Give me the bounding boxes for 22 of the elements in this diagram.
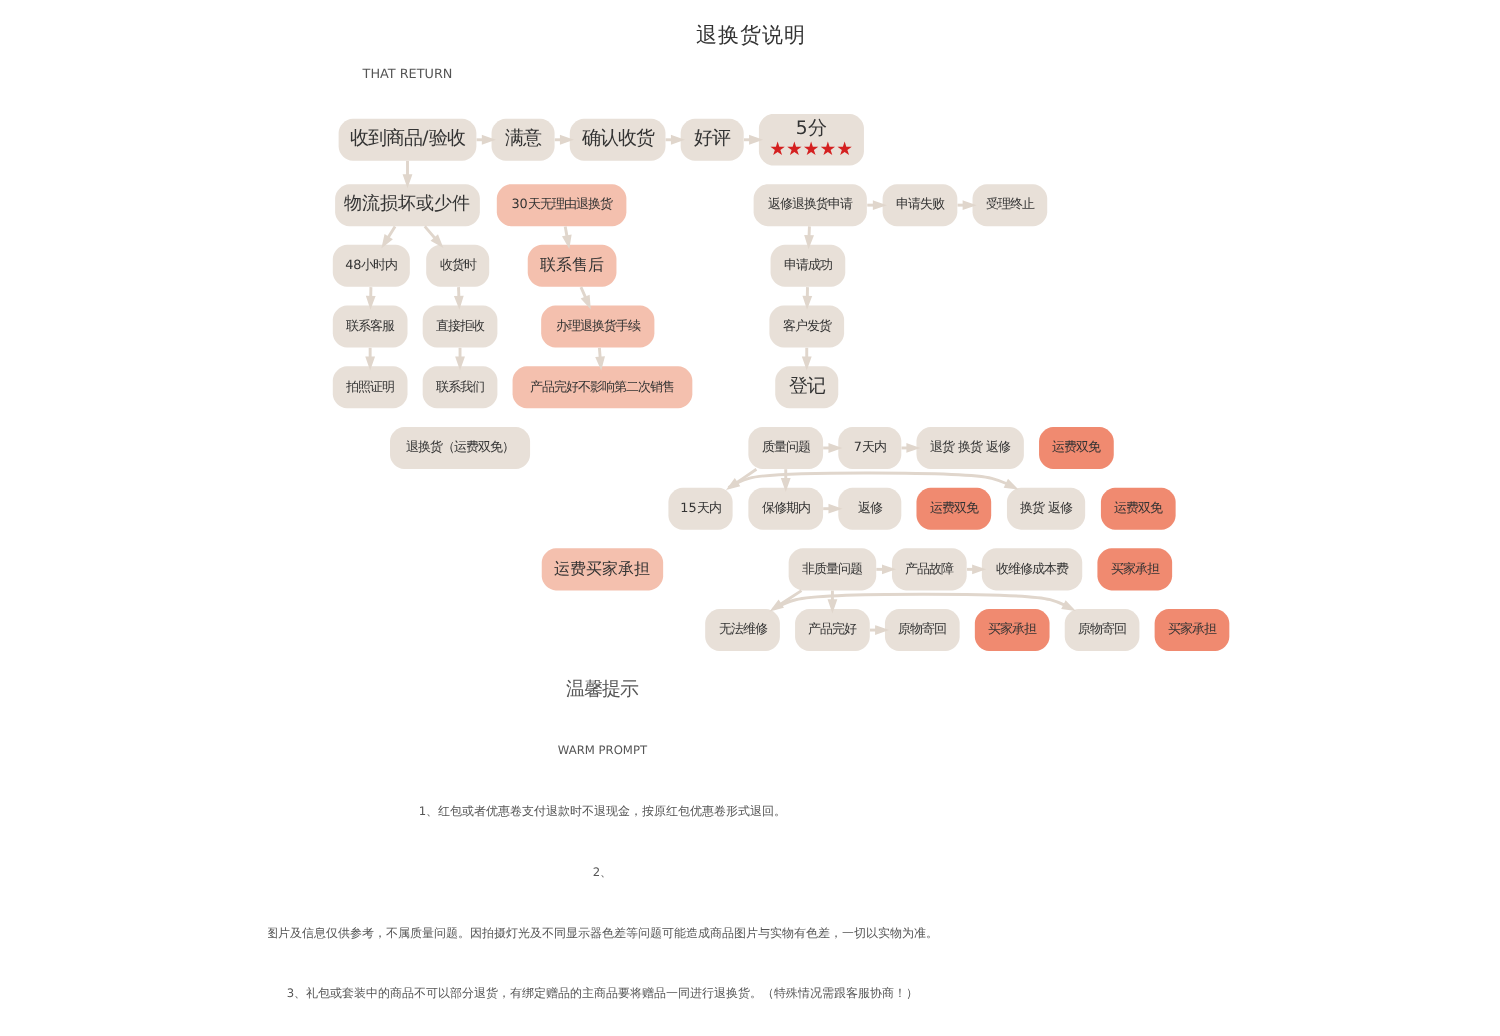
label: 温馨提示 [565, 679, 638, 702]
arrow [364, 287, 375, 310]
arrow [803, 226, 813, 250]
node-box: 满意 [490, 118, 554, 161]
node-box: 好评 [679, 118, 743, 161]
arrow [866, 200, 886, 211]
arrow [364, 347, 375, 371]
arrow [452, 287, 463, 310]
node-box: 5分 ★★★★★ [757, 114, 863, 166]
diagram-title: 退换货说明 [695, 24, 805, 49]
node-box: 联系售后 [526, 244, 616, 287]
arrow [560, 226, 571, 250]
arrow [800, 347, 811, 371]
node-box: 物流损坏或少件 [334, 184, 479, 227]
node-box: 收到商品/验收 [337, 118, 476, 161]
node-box: 运费买家承担 [540, 548, 663, 591]
node-box: 确认收货 [568, 118, 665, 161]
arrow [578, 286, 590, 310]
arrow [801, 287, 812, 310]
arrow [875, 564, 896, 575]
arrow [401, 160, 412, 189]
node-box: 登记 [774, 366, 838, 409]
